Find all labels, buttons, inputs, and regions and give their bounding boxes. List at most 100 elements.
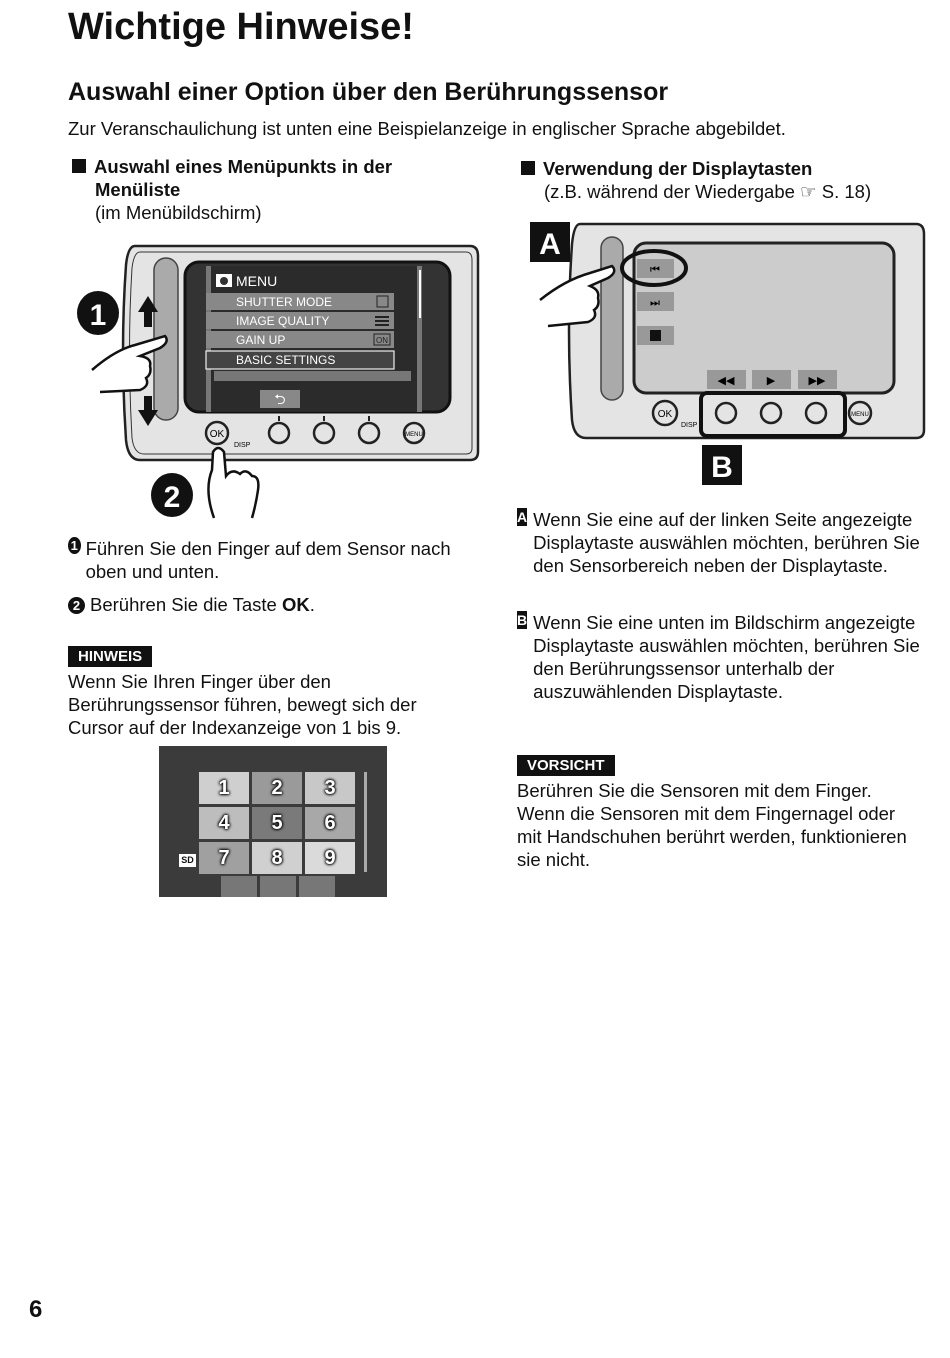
caution-badge: VORSICHT [517,755,615,776]
finger-pointing-icon [91,334,168,394]
down-arrow-icon [138,396,158,426]
page-title: Wichtige Hinweise! [68,6,414,48]
index-number: 1 [218,776,230,799]
skip-back-button[interactable] [637,259,674,278]
note-text: Wenn Sie Ihren Finger über den Berührung… [68,671,417,738]
page-number: 6 [29,1296,43,1323]
svg-text:1: 1 [90,299,107,332]
step1-bullet: 1 [68,537,81,554]
menu-item-basic-settings[interactable]: BASIC SETTINGS [236,353,335,367]
display-button-1[interactable] [267,421,291,445]
stop-icon [650,330,661,341]
menu-button[interactable] [847,400,873,426]
right-subheading: (z.B. während der Wiedergabe ☞ S. 18) [544,181,872,202]
intro-text: Zur Veranschaulichung ist unten eine Bei… [68,118,786,139]
menu-item-image-quality[interactable]: IMAGE QUALITY [236,314,329,328]
index-number: 9 [324,846,336,869]
bullet-square-icon [521,161,535,175]
svg-text:B: B [711,451,733,484]
index-number: 8 [271,846,283,869]
index-button-2[interactable] [260,876,296,897]
left-heading-line1: Auswahl eines Menüpunkts in der [94,156,393,177]
index-number: 4 [218,811,230,834]
skip-forward-icon: ⏭ [650,297,660,309]
back-button[interactable] [260,390,300,408]
fast-forward-icon: ▶▶ [809,375,826,387]
menu-item-shutter-mode[interactable]: SHUTTER MODE [236,295,332,309]
menu-button[interactable] [402,421,426,445]
skip-forward-button[interactable] [637,292,674,311]
index-thumbnail[interactable]: 2 [252,772,302,804]
svg-text:2: 2 [164,481,181,514]
left-heading: Auswahl eines Menüpunkts in der Menülist… [72,155,452,224]
display-button-3[interactable] [804,401,828,425]
menu-item-gain-up[interactable]: GAIN UP [236,333,285,347]
menu-button-label: MENU [851,412,869,418]
return-arrow-icon: ⮌ [274,391,285,407]
index-thumbnail[interactable]: 1 [199,772,249,804]
caution-text: Berühren Sie die Sensoren mit dem Finger… [517,780,907,870]
index-thumbnail[interactable]: 5 [252,807,302,839]
left-subheading: (im Menübildschirm) [95,202,262,223]
menu-title: MENU [236,273,277,289]
index-number: 3 [324,776,336,799]
display-button-2[interactable] [759,401,783,425]
playback-illustration: ⏮ ⏭ ◀◀ ▶ ▶▶ OK DISP MENU A B [530,222,926,485]
label-b-marker: B [517,611,528,629]
index-number: 5 [271,811,283,834]
touch-sensor-strip[interactable] [600,236,624,401]
disp-label: DISP [681,422,698,429]
highlight-ellipse [620,249,688,287]
menu-button-label: MENU [405,432,423,438]
ok-label: OK [210,429,225,440]
left-heading-line2: Menüliste [95,179,181,200]
index-number: 2 [271,776,283,799]
rewind-icon: ◀◀ [718,375,735,387]
square-icon [376,295,389,308]
finger-pressing-icon [207,446,260,519]
index-button-1[interactable] [221,876,257,897]
index-screen: 1 2 3 4 5 6 7 8 9 SD [159,746,387,897]
finger-pointing-icon [539,264,616,328]
index-thumbnail[interactable]: 9 [305,842,355,874]
ok-label: OK [658,409,673,420]
index-button-3[interactable] [299,876,335,897]
up-arrow-icon [138,296,158,327]
rewind-button[interactable] [707,370,746,389]
sd-media-icon: SD [179,854,196,867]
gain-up-value: ON [376,336,388,345]
index-thumbnail[interactable]: 3 [305,772,355,804]
display-button-3[interactable] [357,421,381,445]
highlight-box-b [699,391,847,438]
display-button-2[interactable] [312,421,336,445]
ok-button[interactable] [651,399,679,427]
index-thumbnail[interactable]: 4 [199,807,249,839]
index-number: 7 [218,846,230,869]
label-a-marker: A [517,508,528,526]
quality-bars-icon [375,316,389,326]
bullet-square-icon [72,159,86,173]
index-thumbnail[interactable]: 8 [252,842,302,874]
index-thumbnail[interactable]: 7 [199,842,249,874]
svg-text:A: A [539,228,561,261]
play-button[interactable] [752,370,791,389]
scrollbar[interactable] [364,772,367,872]
note-badge: HINWEIS [68,646,153,667]
right-heading: Verwendung der Displaytasten (z.B. währe… [521,157,941,203]
fast-forward-button[interactable] [798,370,837,389]
index-number: 6 [324,811,336,834]
step1-marker [77,291,119,335]
skip-back-icon: ⏮ [650,264,660,276]
menu-illustration: MENU SHUTTER MODE IMAGE QUALITY GAIN UP … [77,244,480,519]
section-title: Auswahl einer Option über den Berührungs… [68,78,669,106]
label-b-box [702,445,742,485]
ok-button[interactable] [204,420,230,446]
step2-bullet: 2 [68,597,85,614]
display-button-1[interactable] [714,401,738,425]
play-icon: ▶ [767,375,776,387]
index-thumbnail[interactable]: 6 [305,807,355,839]
